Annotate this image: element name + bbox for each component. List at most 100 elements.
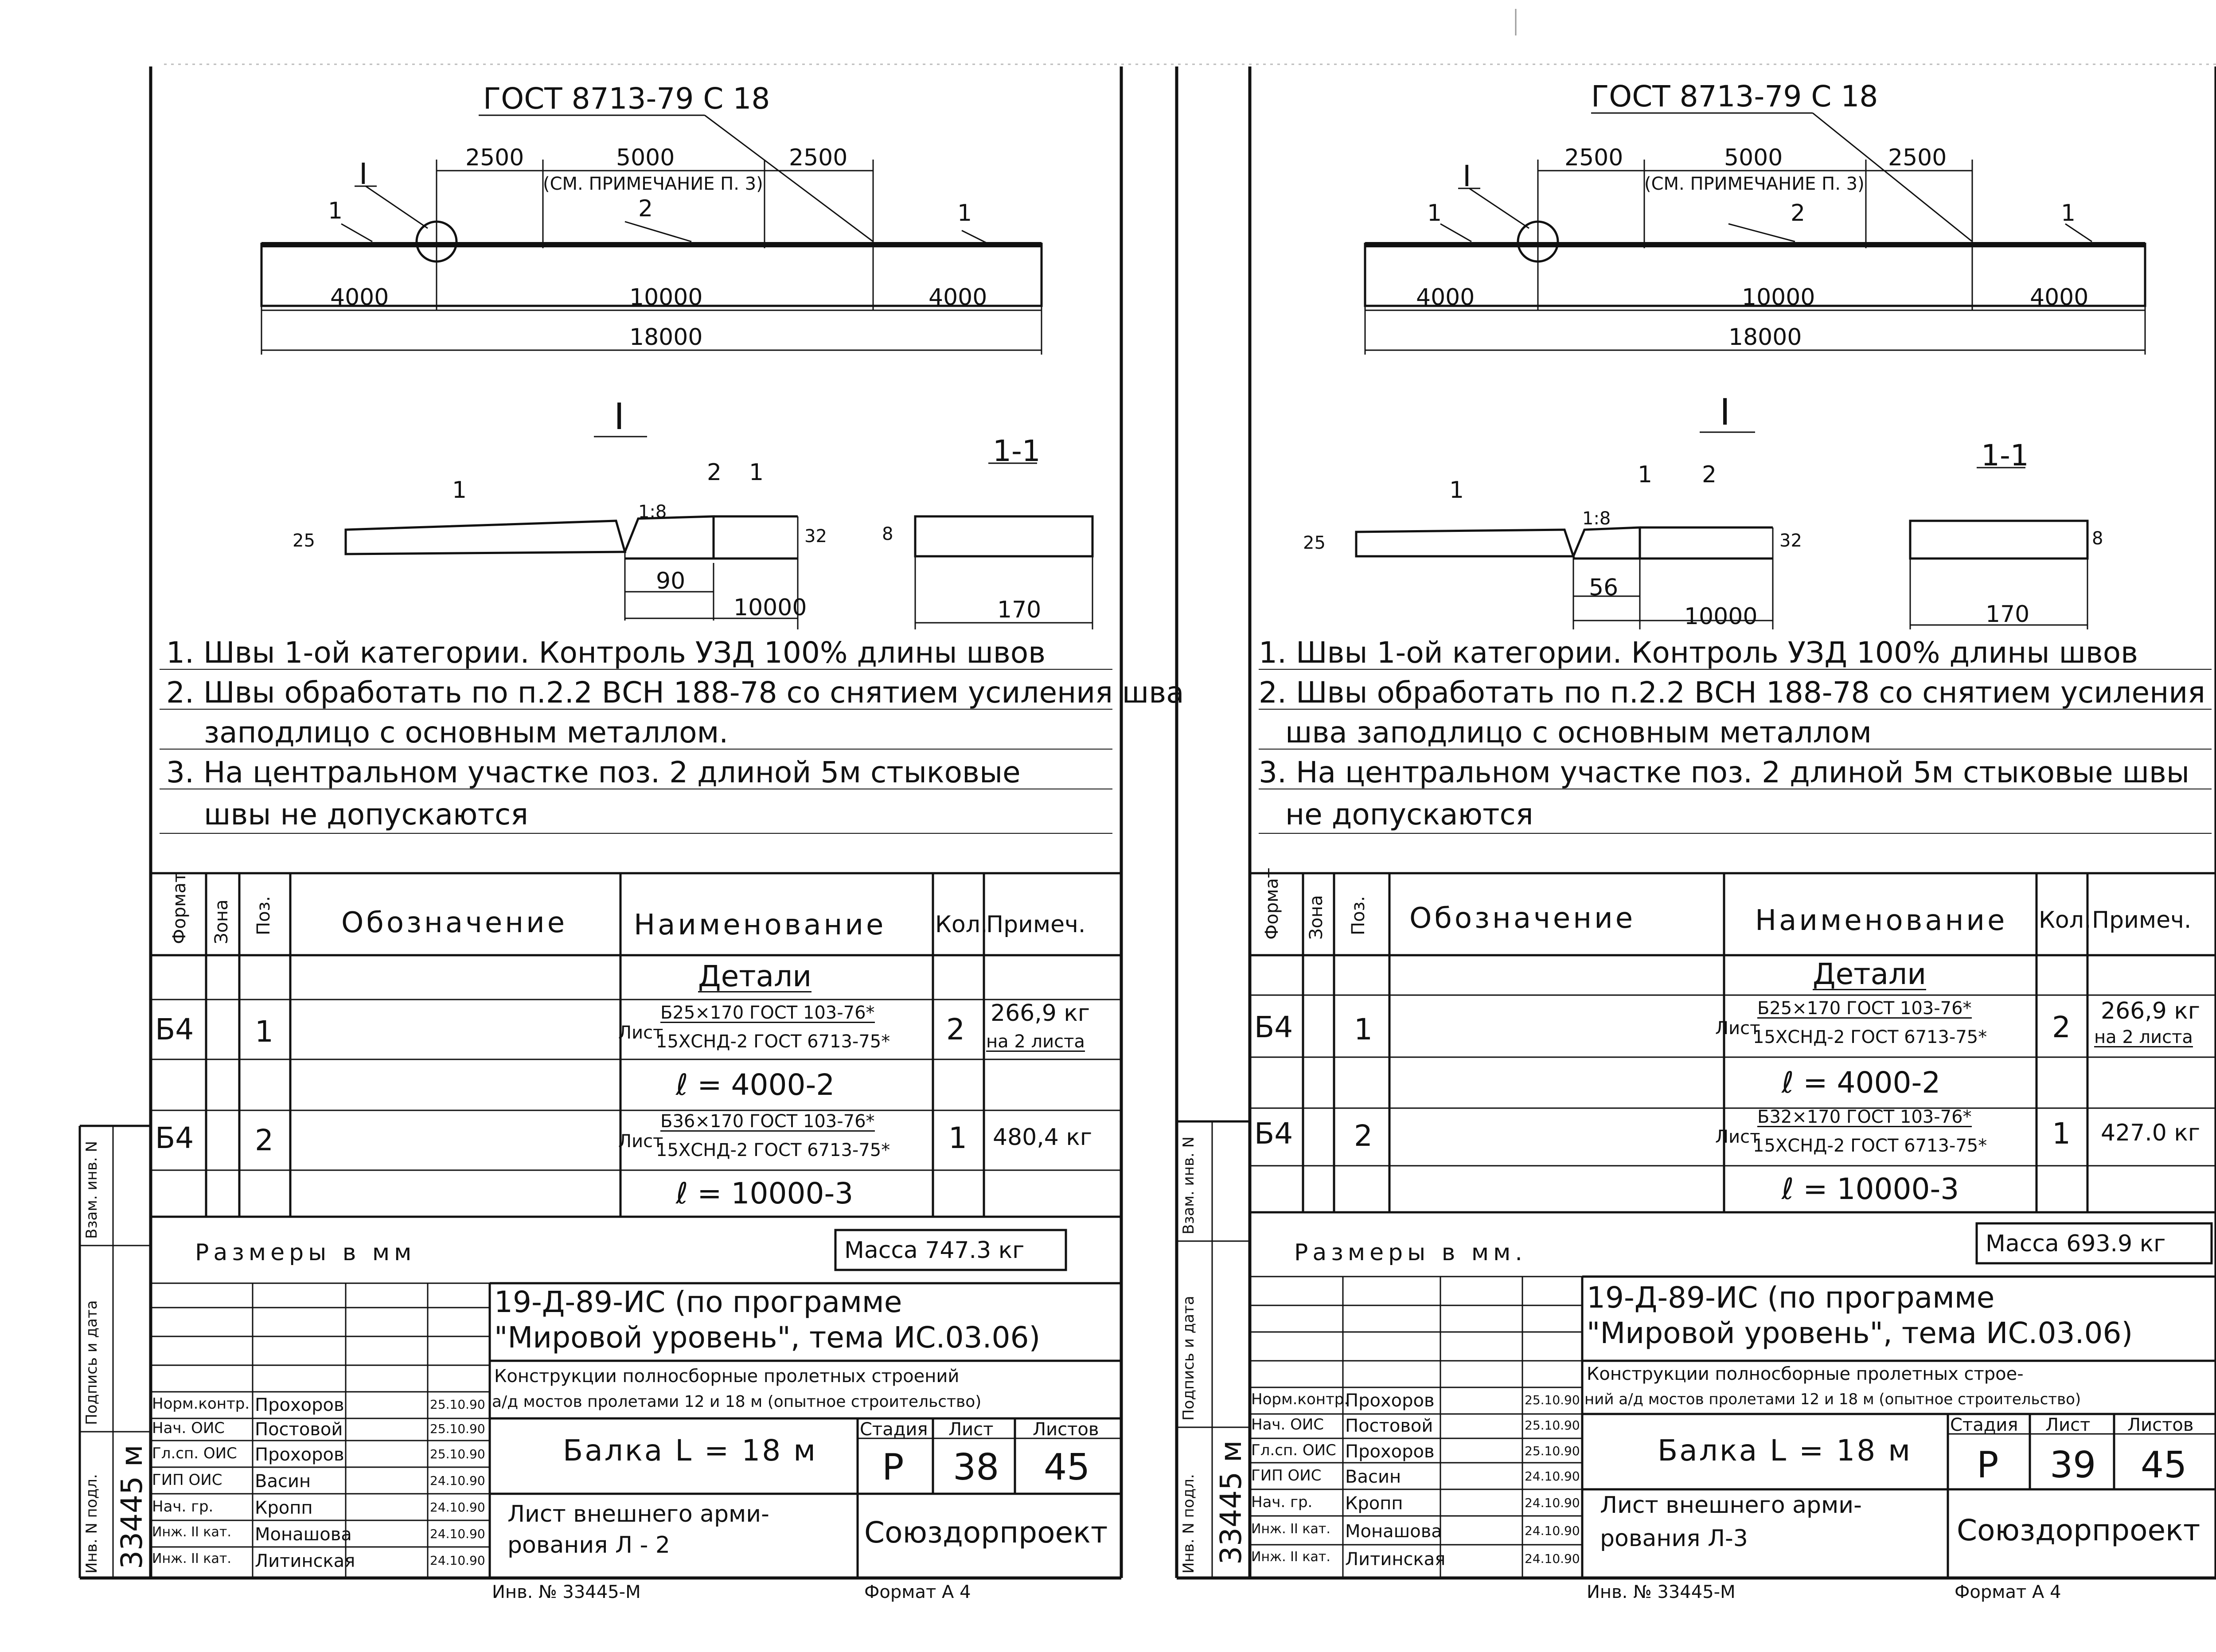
- name-2: Постовой: [1345, 1416, 1433, 1436]
- detail-thick-left: 25: [1303, 533, 1326, 553]
- sheet-header: Лист: [948, 1419, 994, 1440]
- spec-section-details: Детали: [1813, 957, 1927, 991]
- name-6: Монашова: [1345, 1521, 1442, 1542]
- detail-slope: 1:8: [638, 502, 667, 522]
- row2-qty: 1: [2052, 1117, 2071, 1151]
- row2-prefix: Лист: [1715, 1127, 1760, 1147]
- role-1: Норм.контр.: [152, 1395, 250, 1413]
- role-4: ГИП ОИС: [1251, 1467, 1322, 1484]
- dim-top-3: 2500: [1888, 145, 1947, 171]
- role-7: Инж. II кат.: [1251, 1549, 1330, 1565]
- sheet-number: 38: [953, 1446, 999, 1488]
- row1-prefix: Лист: [618, 1023, 663, 1043]
- section-height: 8: [882, 524, 893, 544]
- dim-top-1: 2500: [465, 145, 524, 171]
- col-note: Примеч.: [986, 911, 1086, 938]
- detail-length: 10000: [733, 594, 807, 621]
- note-3-cont: не допускаются: [1285, 797, 1533, 832]
- date-4: 24.10.90: [430, 1473, 485, 1488]
- date-1: 25.10.90: [430, 1397, 485, 1412]
- col-zone: Зона: [1306, 895, 1326, 940]
- col-designation: Обозначение: [1409, 902, 1636, 935]
- row2-format: Б4: [155, 1121, 194, 1155]
- name-1: Прохоров: [255, 1395, 344, 1415]
- role-6: Инж. II кат.: [152, 1524, 231, 1540]
- section-height: 8: [2092, 528, 2103, 549]
- name-1: Прохоров: [1345, 1390, 1435, 1411]
- dim-top-2: 5000: [1724, 145, 1783, 171]
- row2-length: ℓ = 10000-3: [1782, 1172, 1959, 1206]
- detail-title: I: [614, 396, 625, 438]
- date-3: 25.10.90: [1525, 1444, 1580, 1458]
- detail-title: I: [1720, 391, 1731, 434]
- row1-name-top: Б25×170 ГОСТ 103-76*: [1757, 998, 1972, 1019]
- role-5: Нач. гр.: [1251, 1493, 1313, 1511]
- note-3-cont: швы не допускаются: [204, 797, 528, 832]
- dim-total: 18000: [1728, 324, 1802, 351]
- name-4: Васин: [1345, 1467, 1401, 1487]
- detail-pos-2: 2: [707, 459, 722, 486]
- side-inv-value: 33445 м: [1214, 1440, 1248, 1565]
- detail-length: 10000: [1684, 603, 1758, 630]
- row2-pos: 2: [1354, 1119, 1373, 1153]
- name-7: Литинская: [1345, 1549, 1446, 1570]
- col-pos: Поз.: [1348, 896, 1369, 935]
- detail-slope: 1:8: [1582, 508, 1611, 529]
- dim-total: 18000: [629, 324, 703, 351]
- row2-format: Б4: [1254, 1117, 1293, 1151]
- date-1: 25.10.90: [1525, 1393, 1580, 1407]
- row1-qty: 2: [946, 1012, 965, 1047]
- date-7: 24.10.90: [1525, 1551, 1580, 1566]
- role-7: Инж. II кат.: [152, 1551, 231, 1566]
- detail-gap: 90: [656, 568, 686, 594]
- date-3: 25.10.90: [430, 1447, 485, 1461]
- role-2: Нач. ОИС: [1251, 1416, 1324, 1433]
- name-5: Кропп: [255, 1498, 313, 1518]
- dim-bottom-3: 4000: [2030, 284, 2089, 311]
- note-1: 1. Швы 1-ой категории. Контроль УЗД 100%…: [1259, 636, 2138, 670]
- date-6: 24.10.90: [430, 1527, 485, 1541]
- sheet-name-2: рования Л-3: [1600, 1525, 1748, 1552]
- pos-label-1: 1: [328, 198, 343, 224]
- detail-pos-2: 2: [1702, 461, 1717, 488]
- weld-gost-label: ГОСТ 8713-79 С 18: [483, 82, 770, 116]
- title-line-1: Конструкции полносборные пролетных строе…: [1587, 1364, 2024, 1384]
- pos-label-2: 2: [1791, 200, 1806, 227]
- row1-note-2: на 2 листа: [2094, 1027, 2193, 1047]
- note-2-cont: заподлицо с основным металлом.: [204, 715, 729, 750]
- row2-name-top: Б36×170 ГОСТ 103-76*: [660, 1111, 875, 1132]
- title-line-1: Конструкции полносборные пролетных строе…: [494, 1366, 960, 1386]
- section-title: 1-1: [1981, 438, 2029, 473]
- row1-format: Б4: [1254, 1010, 1293, 1044]
- sheets-header: Листов: [2127, 1415, 2194, 1435]
- dims-note: Размеры в мм: [195, 1239, 416, 1266]
- footer-format: Формат А 4: [1955, 1582, 2061, 1602]
- sheet-name-1: Лист внешнего арми-: [507, 1501, 769, 1527]
- doc-code-2: "Мировой уровень", тема ИС.03.06): [494, 1320, 1041, 1355]
- name-7: Литинская: [255, 1551, 355, 1571]
- dim-bottom-2: 10000: [629, 284, 703, 311]
- date-4: 24.10.90: [1525, 1469, 1580, 1484]
- sheet-number: 39: [2050, 1444, 2096, 1486]
- row2-note-1: 480,4 кг: [993, 1124, 1092, 1151]
- dim-bottom-1: 4000: [330, 284, 389, 311]
- note-2: 2. Швы обработать по п.2.2 ВСН 188-78 со…: [166, 676, 1184, 710]
- row1-note-2: на 2 листа: [986, 1031, 1085, 1052]
- role-5: Нач. гр.: [152, 1498, 214, 1515]
- date-2: 25.10.90: [430, 1422, 485, 1436]
- pos-label-2: 2: [638, 195, 653, 222]
- row1-prefix: Лист: [1715, 1018, 1760, 1039]
- dim-bottom-1: 4000: [1416, 284, 1475, 311]
- detail-thick-right: 32: [1779, 531, 1802, 551]
- note-2: 2. Швы обработать по п.2.2 ВСН 188-78 со…: [1259, 676, 2205, 710]
- doc-code-2: "Мировой уровень", тема ИС.03.06): [1587, 1316, 2133, 1350]
- detail-pos-1b: 1: [1638, 461, 1653, 488]
- section-width: 170: [997, 597, 1042, 623]
- note-3: 3. На центральном участке поз. 2 длиной …: [1259, 755, 2190, 789]
- name-3: Прохоров: [255, 1445, 344, 1465]
- sheet-name-2: рования Л - 2: [507, 1532, 670, 1558]
- row2-length: ℓ = 10000-3: [676, 1176, 854, 1211]
- date-6: 24.10.90: [1525, 1523, 1580, 1538]
- detail-thick-right: 32: [804, 526, 827, 547]
